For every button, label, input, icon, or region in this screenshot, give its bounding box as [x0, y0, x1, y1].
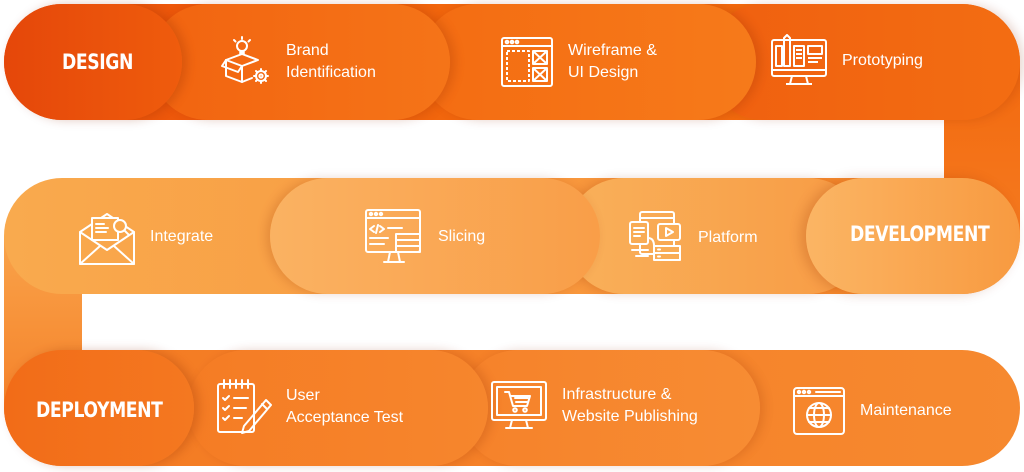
platform-devices-icon: [629, 211, 681, 261]
browser-globe-icon: [793, 387, 845, 435]
slicing-label: Slicing: [438, 228, 486, 245]
brand-identification-line2: Identification: [286, 64, 376, 81]
envelope-search-icon: [79, 213, 135, 265]
wireframe-window-icon: [501, 37, 553, 87]
step-integrate: Integrate: [78, 208, 213, 266]
prototyping-monitor-icon: [771, 34, 827, 85]
design-step-1-segment: [150, 4, 450, 120]
step-maintenance: Maintenance: [792, 386, 952, 436]
step-prototyping: Prototyping: [770, 34, 923, 88]
box-lightbulb-gear-icon: [221, 36, 269, 84]
development-step-slicing-segment: [270, 178, 600, 294]
step-slicing: Slicing: [364, 208, 485, 266]
integrate-label: Integrate: [150, 228, 214, 245]
clipboard-pencil-icon: [217, 379, 272, 434]
design-title: DESIGN: [62, 50, 133, 74]
monitor-cart-icon: [491, 381, 547, 429]
uat-line2: Acceptance Test: [286, 409, 404, 426]
deployment-step-publishing-segment: [460, 350, 760, 466]
deployment-title: DEPLOYMENT: [36, 398, 163, 422]
step-infrastructure-website-publishing: Infrastructure & Website Publishing: [490, 380, 698, 432]
step-platform: Platform: [628, 210, 758, 266]
step-brand-identification: Brand Identification: [220, 36, 376, 88]
wireframe-line2: UI Design: [568, 64, 639, 81]
maintenance-label: Maintenance: [860, 402, 952, 419]
code-window-icon: [365, 209, 421, 263]
development-title: DEVELOPMENT: [850, 222, 990, 246]
publishing-line2: Website Publishing: [562, 408, 698, 425]
design-header-segment: [4, 4, 182, 120]
platform-label: Platform: [698, 229, 758, 246]
deployment-header-segment: [4, 350, 194, 466]
uat-line1: User: [286, 387, 320, 404]
prototyping-label: Prototyping: [842, 52, 923, 69]
design-step-3-segment: [706, 4, 1020, 120]
publishing-line1: Infrastructure &: [562, 386, 672, 403]
design-step-2-segment: [420, 4, 756, 120]
step-wireframe-ui-design: Wireframe & UI Design: [500, 36, 657, 88]
wireframe-line1: Wireframe &: [568, 42, 657, 59]
step-user-acceptance-test: User Acceptance Test: [214, 378, 403, 436]
development-header-segment: [806, 178, 1020, 294]
brand-identification-line1: Brand: [286, 42, 329, 59]
